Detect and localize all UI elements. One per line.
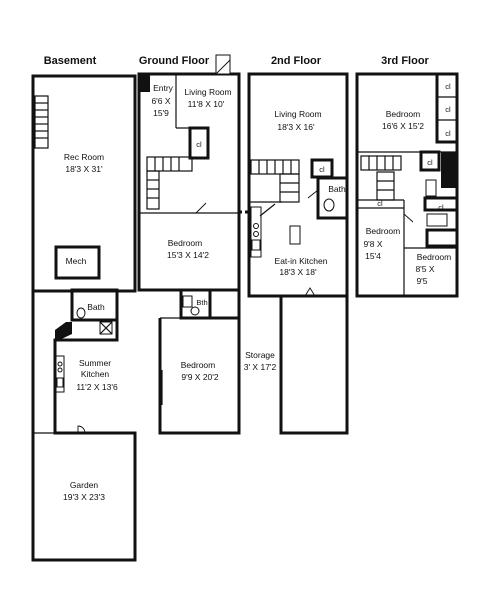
kitchen-rear-door [304, 287, 316, 297]
second-bath-walls [316, 176, 349, 220]
third-bedroom-small-dims-1: 8'5 X [415, 264, 434, 274]
rec-room-dims: 18'3 X 31' [65, 164, 103, 174]
third-closet-small [423, 196, 459, 212]
basement-toilet-fixture [76, 307, 86, 319]
mech-label: Mech [66, 256, 87, 266]
ground-bedroom-rear-label: Bedroom [181, 360, 216, 370]
second-closet-label: cl [319, 165, 325, 174]
third-bedroom-front-label: Bedroom [386, 109, 421, 119]
third-floor-heading: 3rd Floor [381, 55, 429, 67]
kitchen-counter [250, 206, 262, 258]
entry-dims-2: 15'9 [153, 108, 169, 118]
basement-column [55, 322, 72, 342]
third-bathtub [426, 213, 448, 227]
front-closets-walls [435, 72, 459, 144]
third-chimney-block [441, 152, 457, 188]
entry-dims-1: 6'6 X [151, 96, 170, 106]
garden-label: Garden [70, 480, 99, 490]
ground-bedroom-rear-dims: 9'9 X 20'2 [181, 372, 219, 382]
mech-room-walls [54, 245, 101, 280]
third-stair [360, 155, 402, 201]
closet-label-1: cl [445, 82, 451, 91]
storage-label: Storage [245, 350, 275, 360]
rec-room-label: Rec Room [64, 152, 104, 162]
summer-kitchen-counter [55, 355, 65, 393]
second-living-room-label: Living Room [274, 109, 321, 119]
second-living-room-dims: 18'3 X 16' [277, 122, 315, 132]
third-bedroom-mid-dims-2: 15'4 [365, 251, 381, 261]
second-bath-toilet [323, 198, 335, 212]
ground-living-room-label: Living Room [184, 87, 231, 97]
ground-bath-walls [179, 288, 212, 320]
third-lower-closet [425, 228, 459, 248]
summer-kitchen-dims: 11'2 X 13'6 [76, 382, 118, 392]
ground-bedroom-door [195, 202, 207, 214]
garden-door [77, 425, 86, 434]
third-bedroom-small-label: Bedroom [417, 252, 452, 262]
basement-bath-label: Bath [87, 302, 105, 312]
third-bedroom-front-dims: 16'6 X 15'2 [382, 121, 424, 131]
front-door [215, 59, 231, 75]
third-bath-fixture [425, 179, 437, 197]
basement-stair [34, 95, 49, 149]
entry-label: Entry [153, 83, 174, 93]
third-bedroom-mid-dims-1: 9'8 X [363, 239, 382, 249]
ground-bath-toilet [190, 306, 200, 316]
second-bath-door [307, 189, 319, 199]
front-door-frame [215, 54, 231, 75]
ground-closet-walls [188, 126, 210, 160]
closet-label-3: cl [445, 129, 451, 138]
storage-dims: 3' X 17'2 [244, 362, 277, 372]
second-bath-label: Bath [328, 184, 346, 194]
basement-heading: Basement [44, 55, 97, 67]
ground-bath-label: Bth [196, 298, 207, 307]
second-floor-plan: Living Room 18'3 X 16' cl Bath Eat-in Ki… [239, 72, 349, 435]
ground-stair [146, 156, 193, 210]
entry-block [140, 75, 150, 92]
closet-label-4: cl [427, 158, 433, 167]
ground-bedroom-front-dims: 15'3 X 14'2 [167, 250, 209, 260]
third-floor-plan: Bedroom 16'6 X 15'2 cl cl cl cl cl cl Be… [355, 72, 459, 298]
ground-bedroom-front-label: Bedroom [168, 238, 203, 248]
storage-annex-walls [279, 294, 349, 435]
ground-closet-label: cl [196, 140, 202, 149]
closet-label-2: cl [445, 105, 451, 114]
ground-floor-plan: Entry 6'6 X 15'9 Living Room 11'8 X 10' … [137, 54, 277, 435]
second-stair [250, 159, 300, 203]
basement-plan: Rec Room 18'3 X 31' Mech Bath Summer Kit… [31, 74, 137, 562]
mid-closet-walls [419, 150, 441, 172]
ground-bath-sink [182, 295, 193, 308]
closet-label-5: cl [377, 199, 383, 208]
kitchen-island [289, 225, 301, 245]
third-bedroom-door [403, 213, 414, 223]
ground-floor-heading: Ground Floor [139, 55, 210, 67]
kitchen-dims: 18'3 X 18' [279, 267, 317, 277]
second-floor-heading: 2nd Floor [271, 55, 322, 67]
kitchen-label: Eat-in Kitchen [275, 256, 328, 266]
ground-living-room-dims: 11'8 X 10' [188, 99, 225, 109]
summer-kitchen-label-1: Summer [79, 358, 111, 368]
garden-dims: 19'3 X 23'3 [63, 492, 105, 502]
closet-label-6: cl [438, 203, 444, 212]
third-bedroom-mid-label: Bedroom [366, 226, 401, 236]
summer-kitchen-label-2: Kitchen [81, 369, 110, 379]
summer-kitchen-walls [31, 291, 137, 562]
third-bedroom-small-dims-2: 9'5 [416, 276, 427, 286]
